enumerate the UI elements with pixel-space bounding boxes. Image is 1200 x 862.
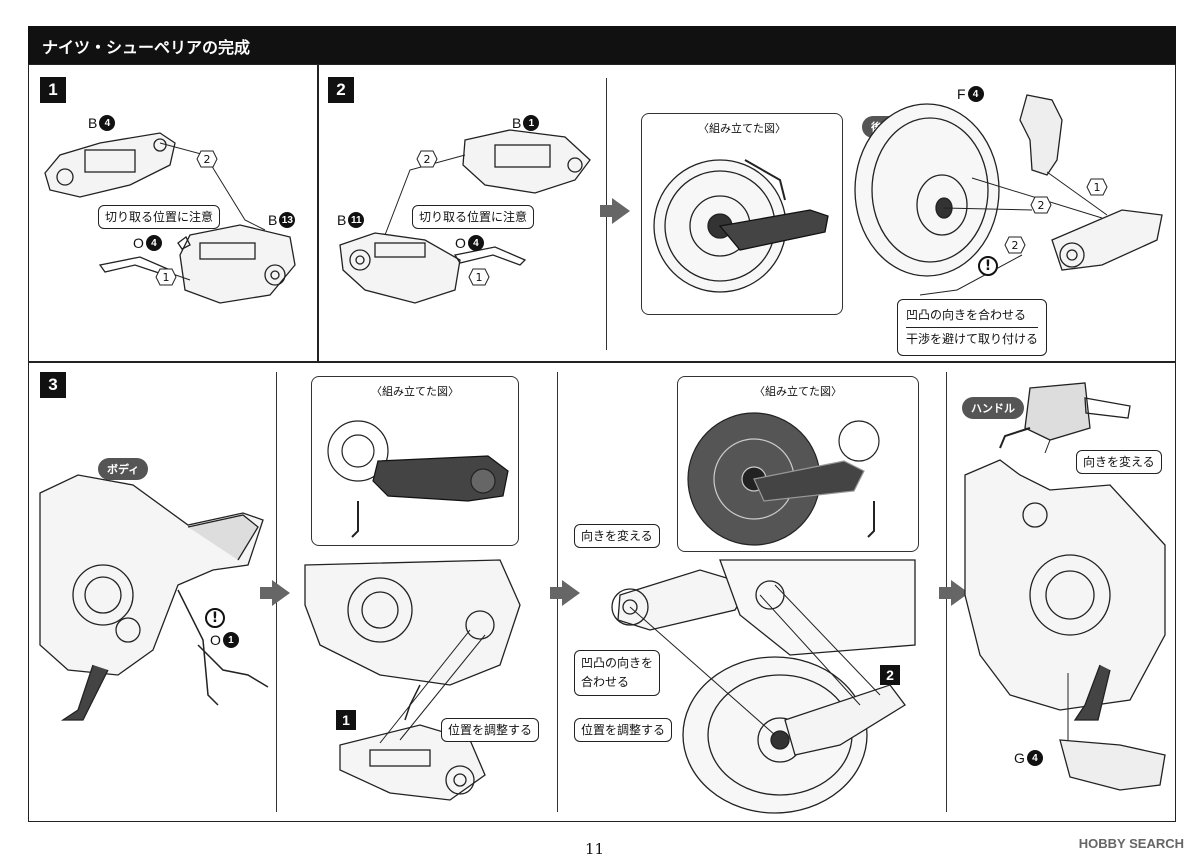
step-number: 3	[40, 372, 66, 398]
step-order-marker: 1	[155, 268, 177, 286]
flow-arrow	[550, 580, 580, 606]
section-header: ナイツ・シューペリアの完成	[28, 26, 1176, 64]
caution-icon: !	[978, 256, 998, 276]
align-note-line: 凹凸の向きを合わせる	[906, 304, 1039, 328]
flow-arrow	[600, 198, 630, 224]
step-order-marker: 1	[1086, 178, 1108, 196]
sub-step-number: 1	[336, 710, 356, 730]
cut-position-note: 切り取る位置に注意	[98, 205, 221, 230]
rear-wheel-mounted-illustration	[687, 412, 880, 546]
caution-icon: !	[205, 608, 225, 628]
completed-bike-illustration	[964, 459, 1166, 791]
adjust-position-note: 位置を調整する	[441, 718, 540, 743]
adjust-position-note: 位置を調整する	[574, 718, 673, 743]
sub-step-number: 2	[880, 665, 900, 685]
page-title: ナイツ・シューペリアの完成	[42, 38, 251, 57]
body-frame-illustration	[39, 474, 269, 721]
step-number: 2	[328, 77, 354, 103]
handlebar-illustration	[999, 382, 1131, 453]
rear-wheel-exploded-illustration	[854, 94, 1163, 296]
handle-tag: ハンドル	[962, 397, 1024, 419]
align-note-line: 合わせる	[581, 675, 630, 690]
swingarm-assembled-illustration	[327, 420, 509, 538]
assembled-view-inset: 〈組み立てた図〉	[641, 113, 843, 315]
step-order-marker: 2	[416, 150, 438, 168]
cut-position-note: 切り取る位置に注意	[412, 205, 535, 230]
turn-direction-note: 向きを変える	[574, 524, 660, 549]
align-note: 凹凸の向きを 合わせる	[574, 650, 661, 697]
panel-divider	[317, 64, 319, 361]
body-tag: ボディ	[98, 458, 149, 480]
step-order-marker: 2	[1030, 196, 1052, 214]
turn-direction-note: 向きを変える	[1076, 450, 1162, 475]
rear-wheel-attach-illustration	[611, 559, 916, 814]
instruction-frame	[28, 64, 1176, 822]
frame-part-illustration	[339, 129, 591, 304]
inset-title: 〈組み立てた図〉	[754, 385, 842, 398]
swingarm-attach-illustration	[304, 559, 521, 801]
assembled-view-inset: 〈組み立てた図〉	[677, 376, 919, 552]
page-number: 11	[585, 840, 605, 858]
align-note-line: 干渉を避けて取り付ける	[906, 331, 1039, 346]
watermark-logo: HOBBY SEARCH	[1078, 836, 1184, 851]
assembled-view-inset: 〈組み立てた図〉	[311, 376, 519, 546]
step-order-marker: 2	[1004, 236, 1026, 254]
align-note-line: 凹凸の向きを	[581, 656, 654, 670]
rear-wheel-assembled-illustration	[653, 159, 829, 293]
inset-title: 〈組み立てた図〉	[698, 122, 786, 135]
inset-title: 〈組み立てた図〉	[371, 385, 459, 398]
step-number: 1	[40, 77, 66, 103]
step-order-marker: 1	[468, 268, 490, 286]
frame-part-illustration	[44, 132, 296, 304]
flow-arrow	[260, 580, 290, 606]
row-divider	[28, 361, 1176, 363]
step-order-marker: 2	[196, 150, 218, 168]
align-note: 凹凸の向きを合わせる 干渉を避けて取り付ける	[897, 299, 1048, 356]
